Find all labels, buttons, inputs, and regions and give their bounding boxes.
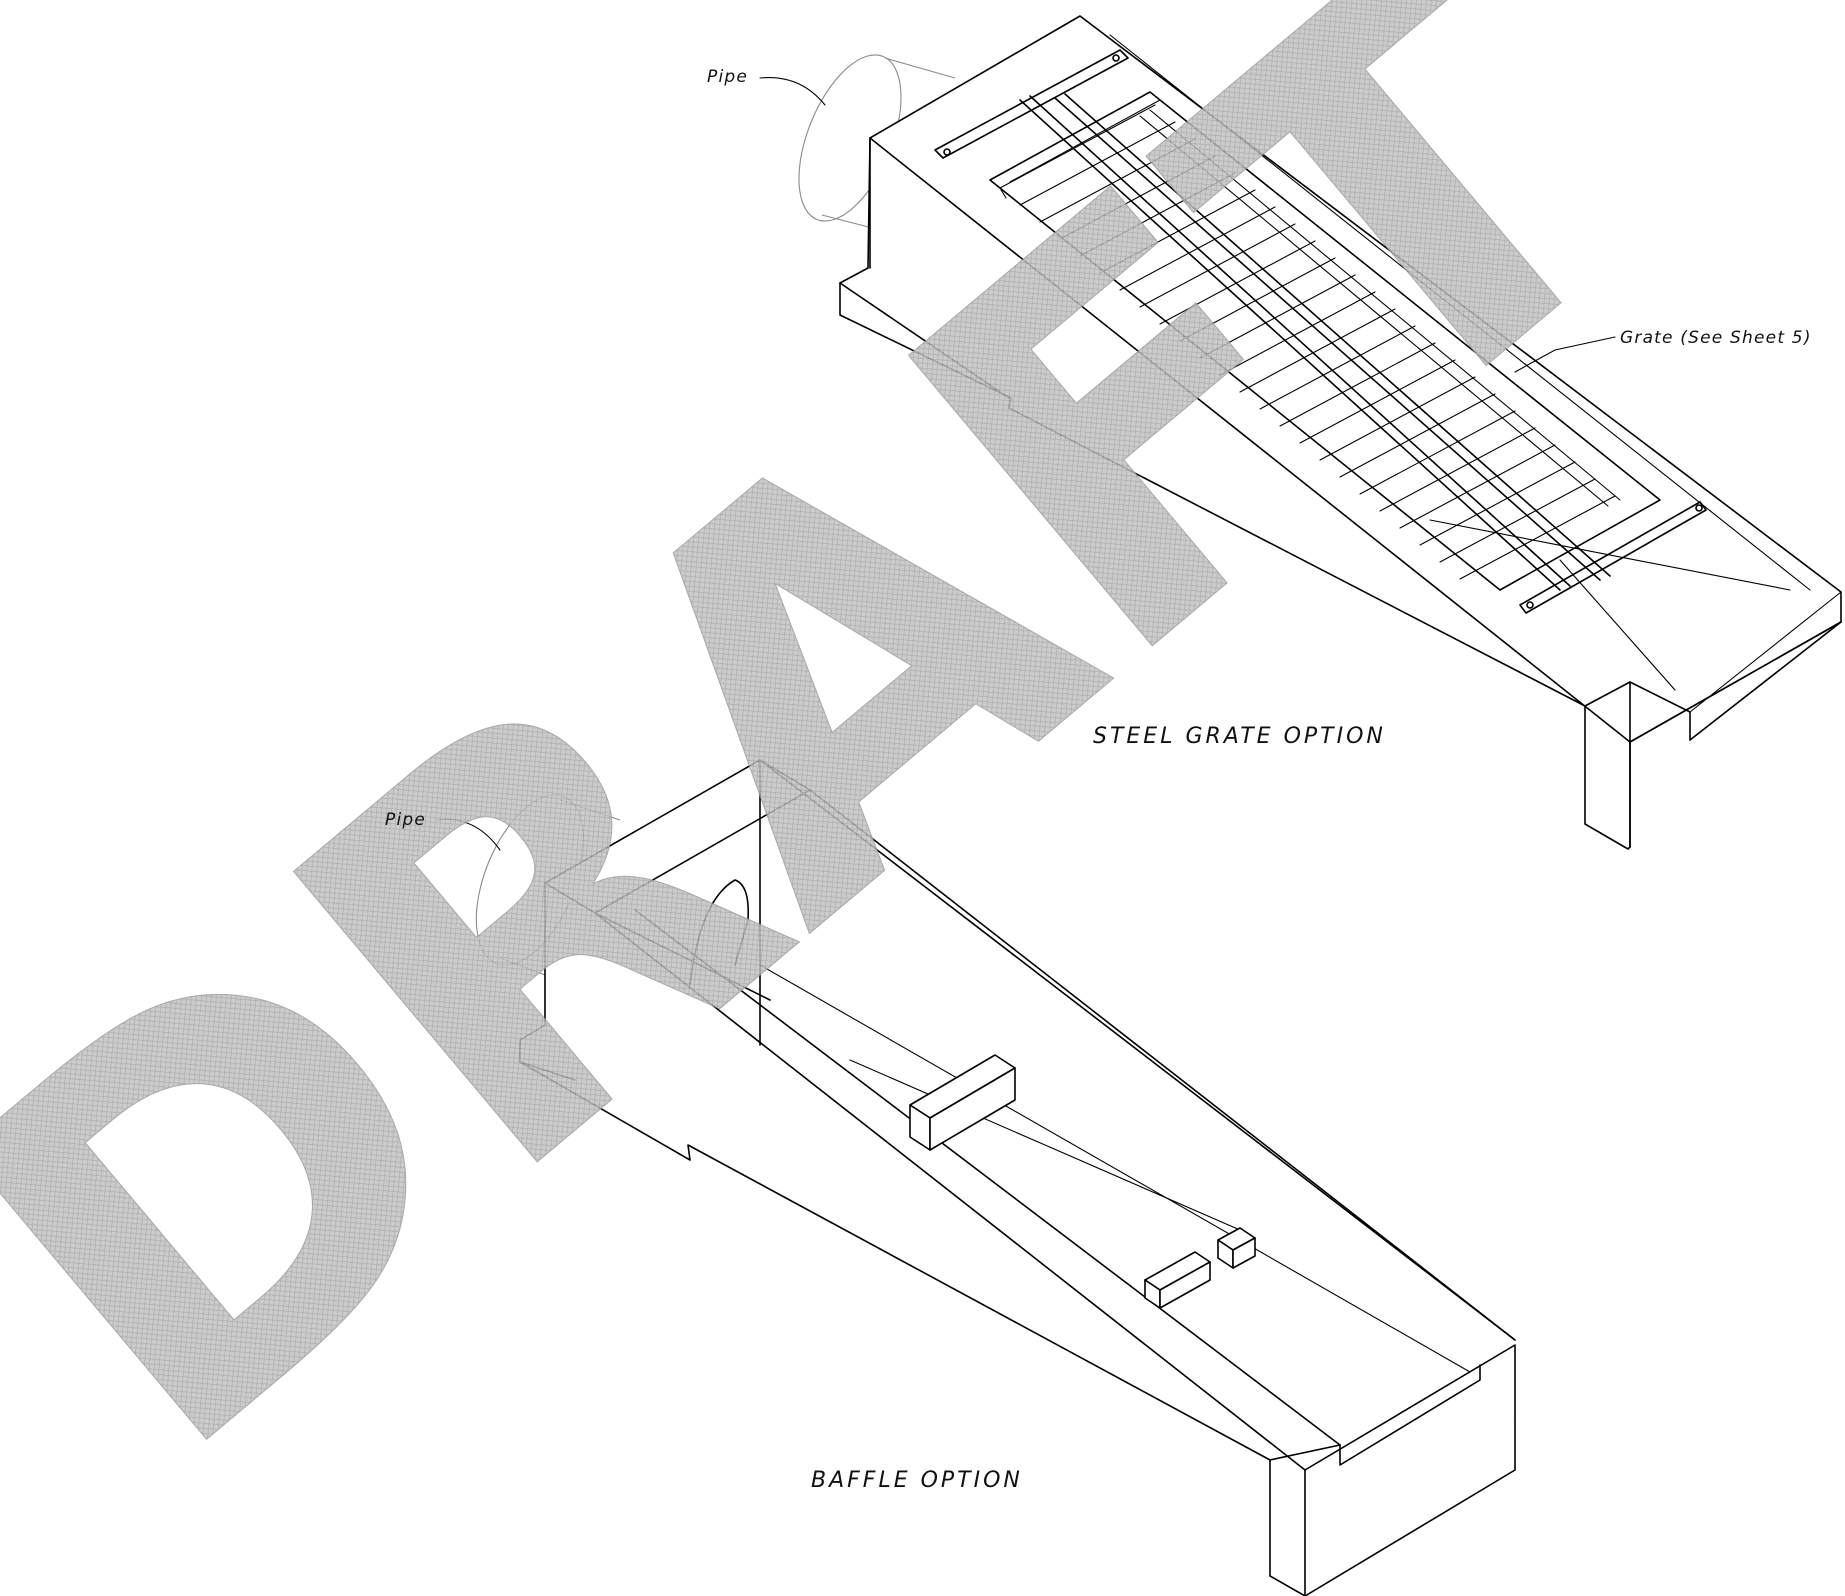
- grate-body-outline: [839, 15, 1842, 850]
- steel-grate-structure: [759, 15, 1842, 850]
- pipe-label-top: Pipe: [707, 67, 748, 87]
- baffle-structure: [436, 759, 1516, 1596]
- pipe-bottom-leader: [436, 818, 501, 851]
- baffle-block-small: [1144, 1227, 1256, 1309]
- grate-leader: [1514, 336, 1616, 373]
- pipe-label-bottom: Pipe: [385, 810, 426, 830]
- steel-grate: [934, 49, 1707, 614]
- steel-grate-title: STEEL GRATE OPTION: [1093, 724, 1386, 749]
- baffle-block-large: [909, 1054, 1016, 1151]
- pipe-top-leader: [759, 76, 826, 106]
- baffle-title: BAFFLE OPTION: [811, 1468, 1023, 1493]
- grate-label: Grate (See Sheet 5): [1620, 328, 1812, 348]
